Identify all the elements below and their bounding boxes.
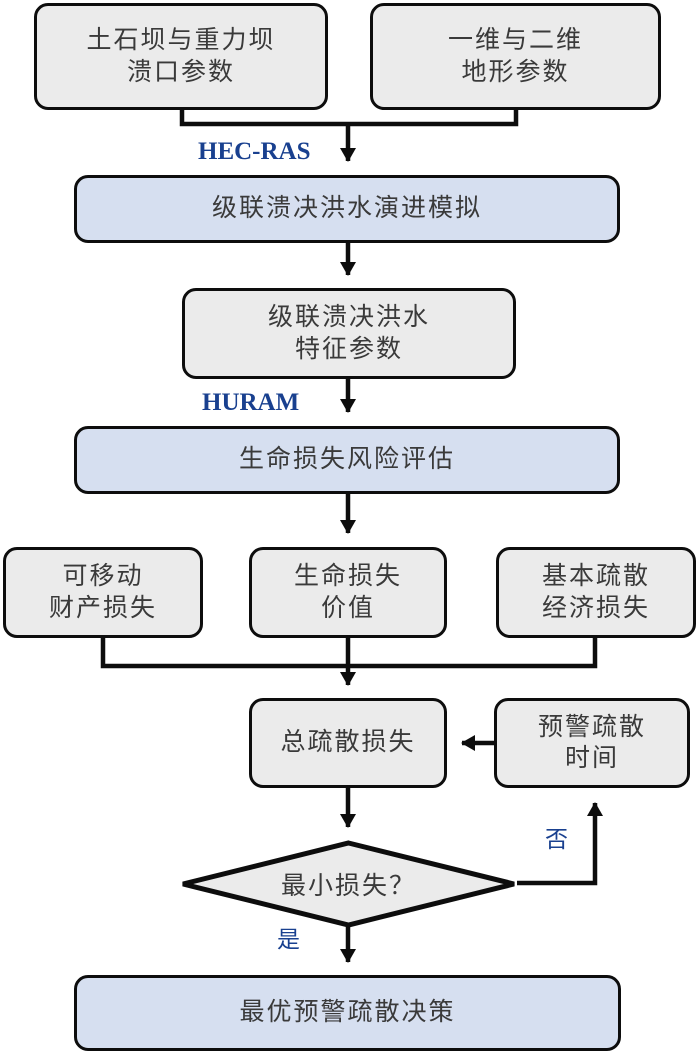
node-label: 基本疏散 经济损失 [541,563,650,622]
node-terrain-parameters[interactable]: 一维与二维 地形参数 [370,3,661,110]
node-early-warning-evacuation-time[interactable]: 预警疏散 时间 [494,698,690,788]
edge-n6-merge [100,638,348,669]
node-label: 可移动 财产损失 [48,563,157,622]
node-dam-breach-parameters[interactable]: 土石坝与重力坝 溃口参数 [34,3,328,110]
node-total-evacuation-loss[interactable]: 总疏散损失 [249,698,447,788]
node-label: 一维与二维 地形参数 [447,27,583,86]
node-label: 生命损失 价值 [293,563,402,622]
node-label: 土石坝与重力坝 溃口参数 [86,27,276,86]
node-life-loss-risk-assessment[interactable]: 生命损失风险评估 [74,426,620,494]
node-label: 总疏散损失 [280,729,416,757]
node-life-loss-value[interactable]: 生命损失 价值 [249,547,447,638]
node-label: 生命损失风险评估 [238,446,455,474]
edge-n1-merge [179,110,348,127]
diamond-shape [182,840,515,928]
node-cascade-flood-routing-simulation[interactable]: 级联溃决洪水演进模拟 [74,175,620,243]
edge-n2-merge [348,110,519,127]
edge-label-hec-ras: HEC-RAS [198,138,311,165]
node-minimum-loss-decision[interactable]: 最小损失？ [180,840,517,928]
node-optimal-warning-evacuation-decision[interactable]: 最优预警疏散决策 [74,975,621,1051]
edge-label-yes: 是 [277,927,301,952]
edge-label-huram: HURAM [202,389,300,416]
node-movable-property-loss[interactable]: 可移动 财产损失 [3,547,203,638]
edge-n11-no-to-n10 [517,802,603,886]
node-label: 级联溃决洪水演进模拟 [211,195,482,223]
edge-n8-merge [348,638,598,669]
node-basic-evacuation-economic-loss[interactable]: 基本疏散 经济损失 [496,547,696,638]
node-label: 级联溃决洪水 特征参数 [267,304,430,363]
node-cascade-flood-characteristic-parameters[interactable]: 级联溃决洪水 特征参数 [182,288,516,379]
edge-label-no: 否 [545,827,569,852]
node-label: 预警疏散 时间 [537,713,646,773]
node-label: 最优预警疏散决策 [239,999,456,1027]
